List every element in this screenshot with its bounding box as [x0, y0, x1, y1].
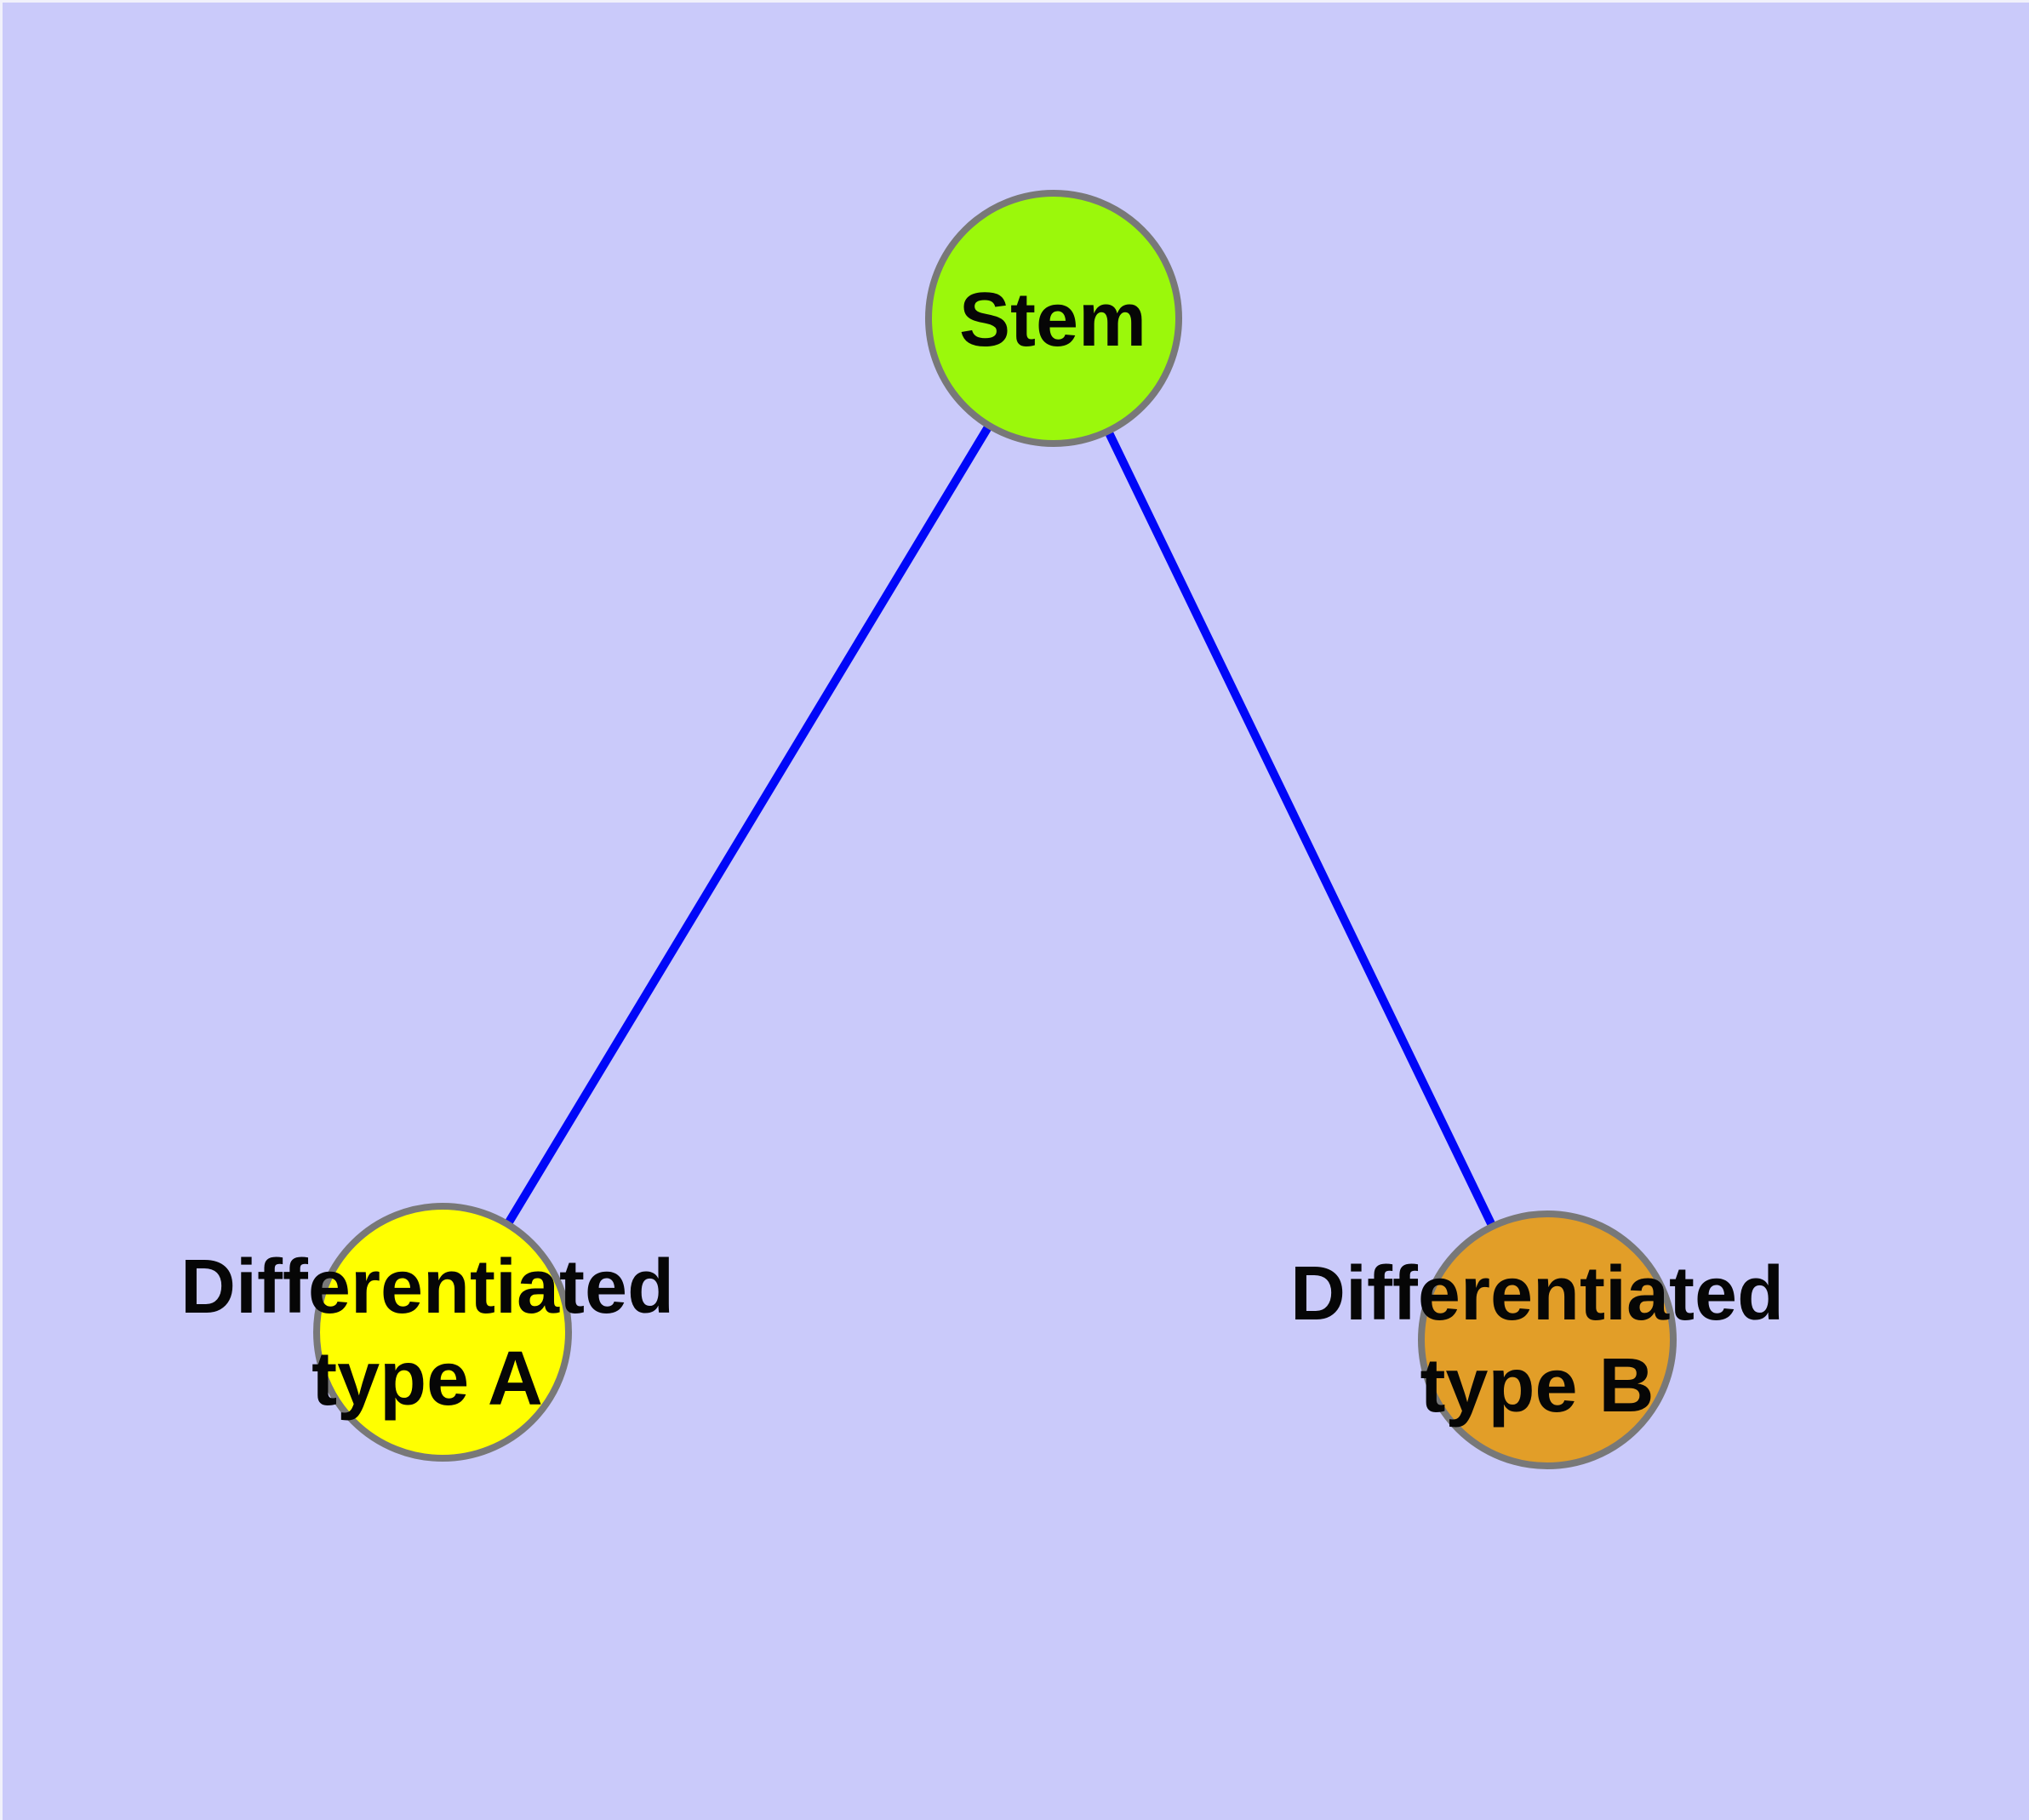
edge-stem-to-type-b: [1049, 316, 1552, 1342]
window-edge-highlight-left: [0, 0, 3, 1820]
type-b-label-line2: type B: [1420, 1343, 1655, 1428]
node-differentiated-type-b-circle: [1418, 1210, 1677, 1469]
node-stem-circle: [925, 190, 1182, 447]
type-a-label-line2: type A: [311, 1336, 543, 1422]
node-differentiated-type-a-circle: [313, 1203, 572, 1462]
type-a-label-line1: Differentiated: [180, 1245, 675, 1330]
window-edge-highlight-top: [0, 0, 2029, 3]
type-b-label-line1: Differentiated: [1289, 1251, 1785, 1336]
node-type-a-label: Differentiated type A: [180, 1241, 674, 1425]
node-type-b-label: Differentiated type B: [1290, 1248, 1784, 1432]
edge-stem-to-type-a: [438, 316, 1058, 1335]
node-stem-label: Stem: [958, 278, 1147, 363]
